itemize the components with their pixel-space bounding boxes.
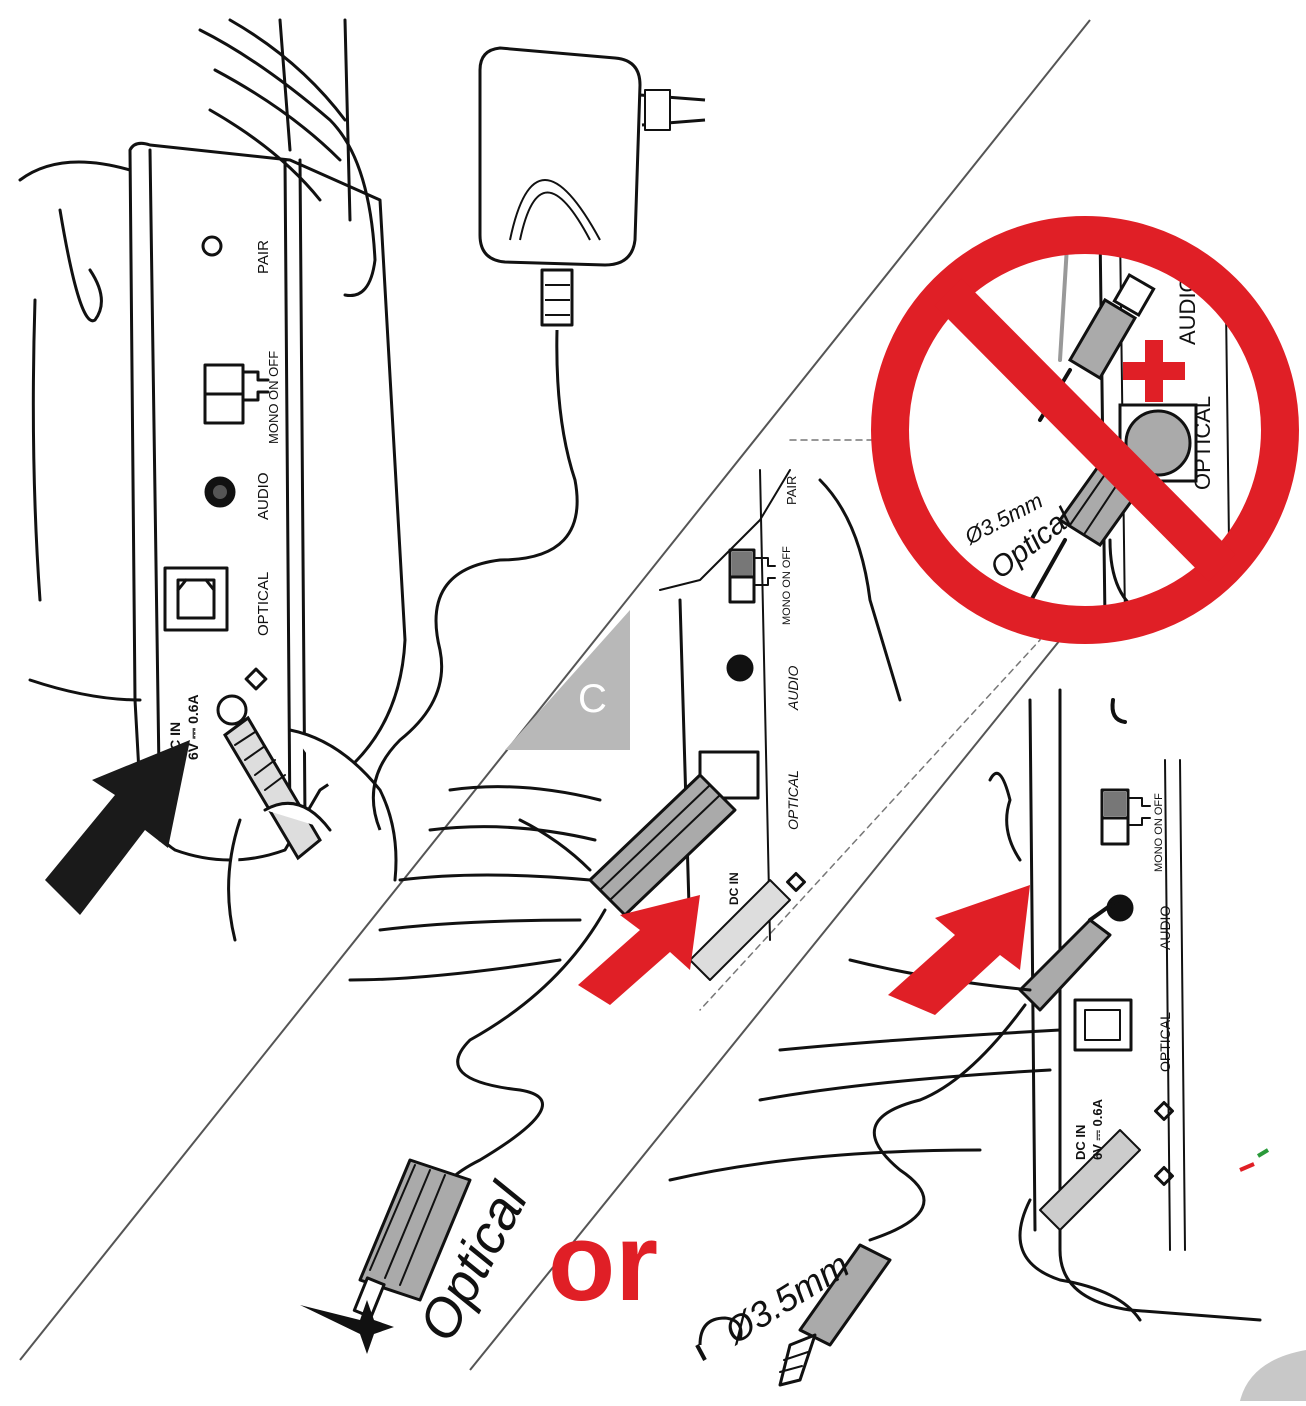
step-badge: C [505,610,630,750]
pair-label: PAIR [255,240,272,274]
mid-audio-label: AUDIO [785,666,801,711]
mid-mono-switch-label: MONO ON OFF [781,546,793,625]
step-letter: C [578,677,607,721]
corner-badge [1240,1350,1306,1401]
mid-pair-label: PAIR [784,476,799,505]
right-optical-label: OPTICAL [1157,1012,1173,1072]
audio-label: AUDIO [255,472,272,520]
left-panel [18,18,407,862]
inset-optical-label: OPTICAL [1190,396,1215,490]
or-label: or [548,1201,658,1324]
sparkle-icon [300,1300,394,1354]
right-mono-switch-label: MONO ON OFF [1153,793,1165,872]
insert-arrow-red-right-icon [888,885,1030,1015]
right-audio-label: AUDIO [1157,906,1173,950]
right-dc-in-rating-label: 6V ⎓ 0.6A [1090,1098,1105,1160]
mid-dc-in-label: DC IN [727,872,741,905]
insert-arrow-icon [45,740,190,915]
polarity-icon [244,667,268,691]
panel-dividers [19,19,1091,1371]
prohibited-inset: AUDIO OPTICAL Ø3.5mm Optical [871,216,1299,644]
right-dc-in-label: DC IN [1073,1125,1088,1160]
headphone-icon [698,1316,743,1346]
insert-arrow-red-icon [578,895,700,1005]
mono-switch-label: MONO ON OFF [266,351,281,444]
mid-optical-label: OPTICAL [785,770,801,830]
optical-label: OPTICAL [255,572,272,636]
dc-plug [223,715,398,942]
right-panel [668,688,1262,1387]
power-adapter [371,46,706,831]
prohibited-icon [871,216,1299,644]
